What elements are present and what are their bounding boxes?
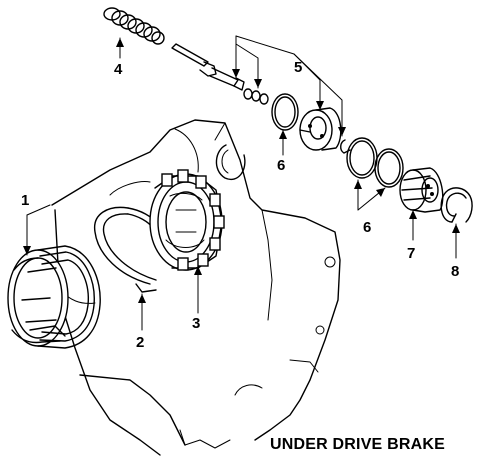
part-6-seal-ring-upper bbox=[346, 137, 378, 179]
diagram-caption: UNDER DRIVE BRAKE bbox=[270, 436, 445, 453]
callout-3: 3 bbox=[192, 315, 200, 332]
callout-2: 2 bbox=[136, 334, 144, 351]
part-3-clutch-assembly bbox=[149, 169, 225, 271]
transmission-housing bbox=[51, 119, 341, 456]
callout-5: 5 bbox=[294, 59, 302, 76]
part-5-accumulator-pin bbox=[171, 43, 269, 105]
part-8-snap-ring bbox=[440, 187, 473, 223]
callout-4: 4 bbox=[114, 61, 123, 78]
part-6-seal-ring-lower bbox=[374, 148, 404, 188]
callout-6-lower: 6 bbox=[363, 219, 371, 236]
callout-1: 1 bbox=[21, 192, 29, 209]
part-7-accumulator-piston bbox=[399, 167, 444, 213]
callout-6-upper: 6 bbox=[277, 157, 285, 174]
part-5-piston bbox=[299, 107, 342, 151]
part-1-brake-drum bbox=[7, 245, 101, 349]
part-4-spring bbox=[103, 7, 165, 45]
callout-7: 7 bbox=[407, 245, 415, 262]
part-5-clip bbox=[340, 139, 351, 154]
callout-8: 8 bbox=[451, 263, 459, 280]
part-5-seal-ring bbox=[271, 93, 299, 131]
leader-arrowheads bbox=[23, 38, 460, 303]
